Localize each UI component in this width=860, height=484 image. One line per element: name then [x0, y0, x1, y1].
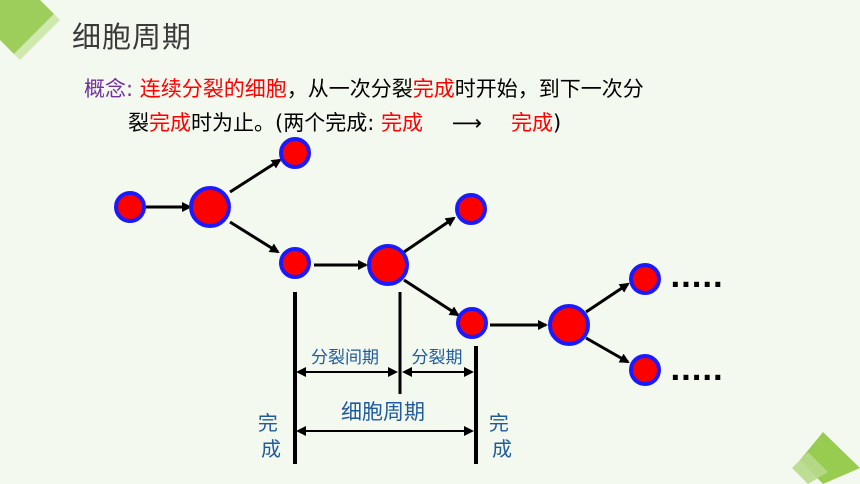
- concept-complete-3: 完成: [380, 111, 423, 135]
- concept-line2-a: 裂: [128, 111, 149, 135]
- concept-complete-1: 完成: [412, 77, 455, 101]
- cell-start: [114, 191, 146, 223]
- arrow-cell2-to-top: [229, 158, 282, 194]
- cell-cycle-label: 细胞周期: [341, 400, 425, 424]
- cell-dividing-3: [548, 304, 590, 346]
- arrow-cell4-to-upper: [403, 216, 456, 254]
- concept-paren-close: ): [552, 111, 562, 135]
- concept-complete-2: 完成: [149, 111, 191, 135]
- cell-daughter-3b: [629, 354, 661, 386]
- arrow-cell6-to-upper: [585, 282, 630, 314]
- title-accent-shape-light: [14, 14, 60, 60]
- concept-def-red: 连续分裂的细胞: [139, 77, 287, 101]
- ellipsis-bottom: .....: [670, 354, 723, 387]
- cell-daughter-top: [279, 137, 311, 169]
- right-complete-char-2: 成: [492, 437, 512, 461]
- title-accent-shape: [0, 0, 54, 54]
- page-title: 细胞周期: [72, 20, 193, 54]
- cell-dividing-2: [367, 244, 409, 286]
- concept-definition: 概念: 连续分裂的细胞，从一次分裂完成时开始，到下一次分 裂完成时为止。(两个完…: [84, 72, 804, 140]
- cell-daughter-3a: [629, 263, 661, 295]
- cell-daughter-upper: [455, 193, 487, 225]
- arrow-cell4-to-cell5: [403, 278, 460, 317]
- arrow-cell6-to-lower: [585, 336, 630, 364]
- right-complete-label: 完 成: [489, 411, 515, 461]
- concept-line2-b: 时为止。(两个完成:: [191, 111, 375, 135]
- cell-dividing-1: [189, 186, 231, 228]
- ellipsis-top: .....: [670, 261, 723, 294]
- cell-daughter-1: [279, 247, 311, 279]
- concept-line2: 裂完成时为止。(两个完成: 完成⟶完成): [84, 106, 804, 140]
- mitosis-label: 分裂期: [412, 348, 463, 368]
- interphase-label: 分裂间期: [311, 348, 379, 368]
- long-arrow-icon: ⟶: [451, 111, 483, 135]
- concept-complete-4: 完成: [510, 111, 553, 135]
- arrow-cell2-to-cell3: [229, 220, 280, 254]
- right-complete-char-1: 完: [489, 411, 509, 435]
- corner-diamond-small: [792, 452, 828, 484]
- concept-label: 概念:: [84, 77, 134, 101]
- cell-daughter-2: [456, 307, 488, 339]
- concept-part1: ，从一次分裂: [286, 77, 413, 101]
- left-complete-char-1: 完: [258, 411, 278, 435]
- concept-part2: 时开始，到下一次分: [454, 77, 644, 101]
- left-complete-char-2: 成: [261, 437, 281, 461]
- left-complete-label: 完 成: [258, 411, 284, 461]
